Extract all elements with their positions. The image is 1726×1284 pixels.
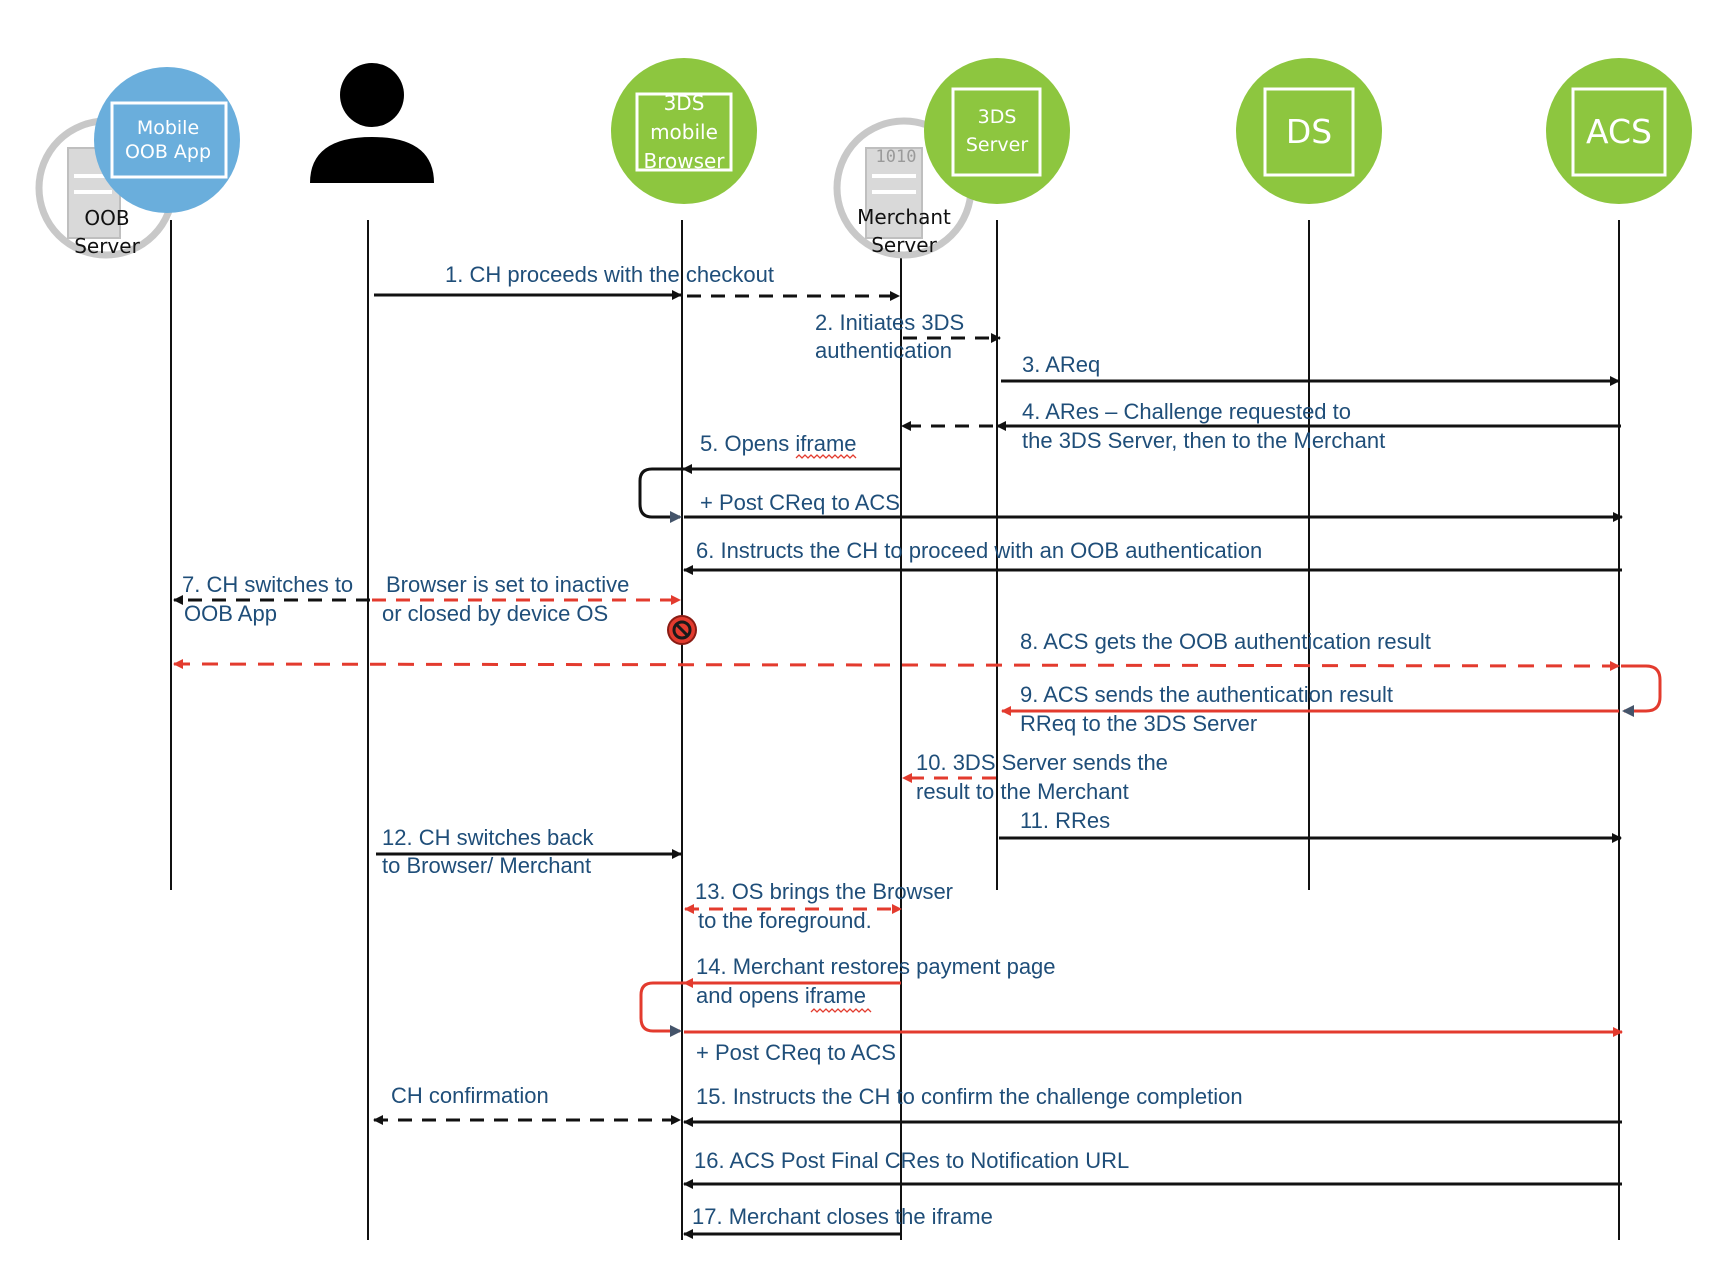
msg-14-post: + Post CReq to ACS — [696, 1040, 896, 1065]
message-labels: 1. CH proceeds with the checkout 2. Init… — [182, 262, 1431, 1229]
msg-12-line2: to Browser/ Merchant — [382, 853, 591, 878]
browser-label-3: Browser — [643, 149, 725, 173]
msg-13-line1: 13. OS brings the Browser — [695, 879, 953, 904]
oob-server-label-1: OOB — [84, 206, 129, 230]
server-icon — [865, 147, 923, 239]
oob-server-label-2: Server — [74, 234, 140, 258]
msg-7-line2: OOB App — [184, 601, 277, 626]
msg-5-post: + Post CReq to ACS — [700, 490, 900, 515]
squiggle-iframe-14 — [810, 1008, 872, 1013]
actor-acs: ACS — [1546, 58, 1692, 204]
msg-15: 15. Instructs the CH to confirm the chal… — [696, 1084, 1243, 1109]
msg-3: 3. AReq — [1022, 352, 1100, 377]
lifelines — [170, 220, 1620, 1240]
actor-3ds-server: 3DS Server — [924, 58, 1070, 204]
browser-label-2: mobile — [650, 120, 718, 144]
self-loop-5 — [638, 467, 683, 523]
inactive-icon — [667, 615, 697, 645]
msg-4-line2: the 3DS Server, then to the Merchant — [1022, 428, 1385, 453]
msg-8: 8. ACS gets the OOB authentication resul… — [1020, 629, 1431, 654]
browser-label-1: 3DS — [664, 91, 705, 115]
msg-17: 17. Merchant closes the iframe — [692, 1204, 993, 1229]
msg-12-line1: 12. CH switches back — [382, 825, 595, 850]
msg-2-line2: authentication — [815, 338, 952, 363]
msg-14-line1: 14. Merchant restores payment page — [696, 954, 1056, 979]
actor-3ds-browser: 3DS mobile Browser — [611, 58, 757, 204]
msg-2-line1: 2. Initiates 3DS — [815, 310, 964, 335]
person-icon — [310, 63, 434, 183]
msg-1: 1. CH proceeds with the checkout — [445, 262, 774, 287]
ds-label: DS — [1286, 112, 1332, 151]
msg-11: 11. RRes — [1020, 808, 1110, 833]
merchant-server-label-1: Merchant — [857, 205, 951, 229]
actor-cardholder — [310, 63, 434, 183]
actor-mobile-oob-app: Mobile OOB App — [94, 67, 240, 213]
msg-7-line1: 7. CH switches to — [182, 572, 353, 597]
actor-ds: DS — [1236, 58, 1382, 204]
squiggle-iframe-5 — [795, 454, 857, 459]
mobile-oob-app-label-1: Mobile — [137, 117, 199, 139]
msg-7-line4: or closed by device OS — [382, 601, 608, 626]
merchant-server-label-2: Server — [871, 233, 937, 257]
msg-4-line1: 4. ARes – Challenge requested to — [1022, 399, 1351, 424]
msg-5: 5. Opens iframe — [700, 431, 857, 456]
msg-13-line2: to the foreground. — [698, 908, 872, 933]
msg-6: 6. Instructs the CH to proceed with an O… — [696, 538, 1262, 563]
arrow-8 — [173, 659, 1620, 671]
msg-10-line2: result to the Merchant — [916, 779, 1129, 804]
merchant-code: 1010 — [876, 147, 917, 167]
tds-server-label-1: 3DS — [978, 106, 1017, 128]
msg-9-line2: RReq to the 3DS Server — [1020, 711, 1257, 736]
msg-7-line3: Browser is set to inactive — [386, 572, 629, 597]
self-loop-14 — [639, 981, 684, 1037]
mobile-oob-app-label-2: OOB App — [125, 141, 211, 163]
acs-label: ACS — [1586, 112, 1652, 151]
msg-9-line1: 9. ACS sends the authentication result — [1020, 682, 1393, 707]
msg-14-line2: and opens iframe — [696, 983, 866, 1008]
self-loop-8 — [1621, 664, 1662, 717]
msg-10-line1: 10. 3DS Server sends the — [916, 750, 1168, 775]
msg-16: 16. ACS Post Final CRes to Notification … — [694, 1148, 1129, 1173]
msg-ch-confirmation: CH confirmation — [391, 1083, 549, 1108]
tds-server-label-2: Server — [966, 134, 1028, 156]
